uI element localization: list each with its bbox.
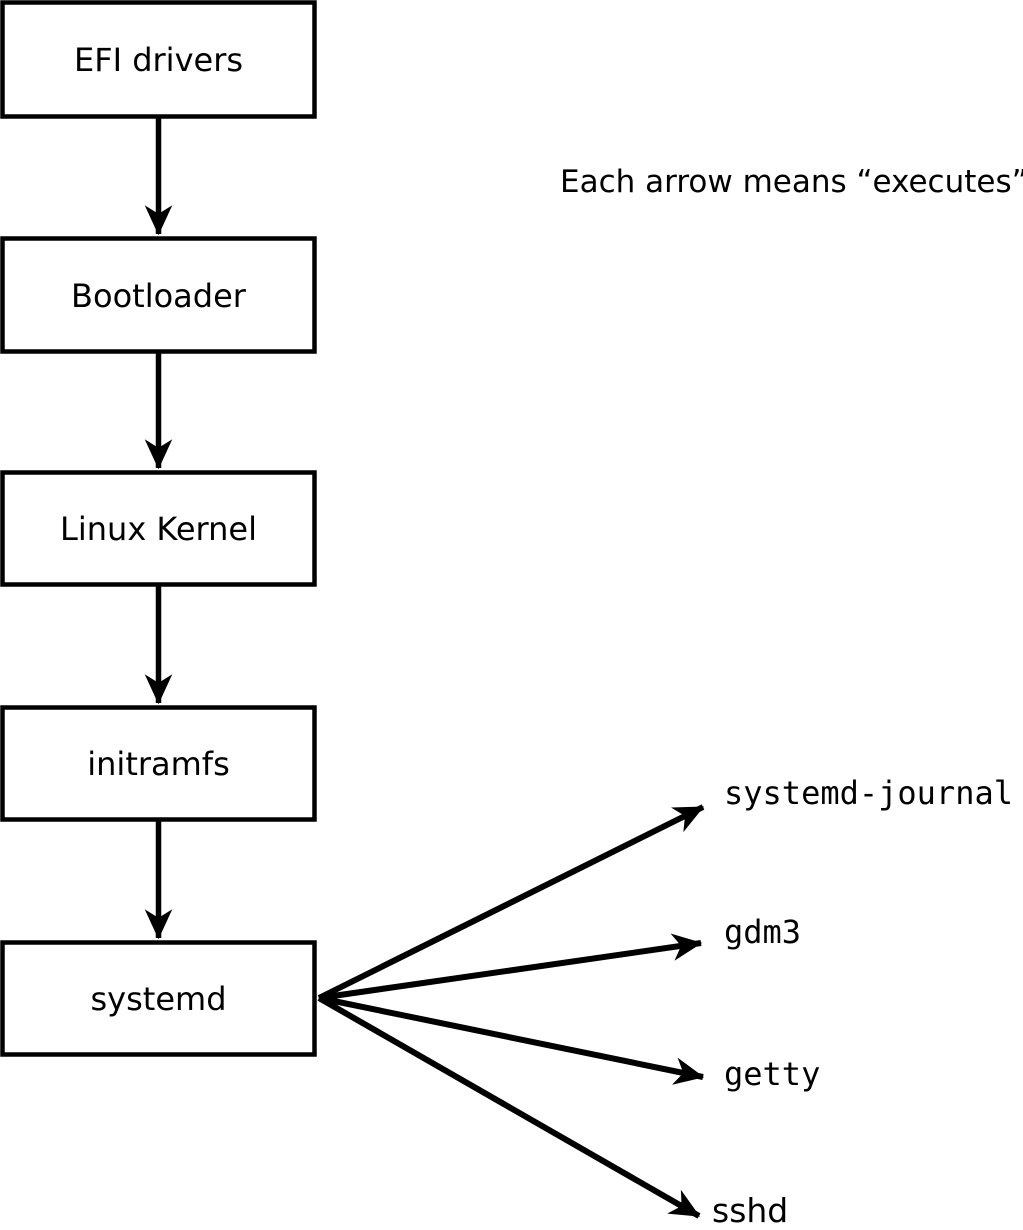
arrow-systemd-to-systemd-journal — [317, 804, 705, 1001]
proc-label-systemd-journal: systemd-journal — [724, 774, 1013, 812]
proc-label-sshd: sshd — [712, 1191, 788, 1230]
box-bootloader: Bootloader — [0, 236, 317, 354]
box-linux-kernel-label: Linux Kernel — [60, 510, 257, 548]
proc-label-getty: getty — [724, 1055, 820, 1093]
box-initramfs-rect — [0, 705, 317, 822]
arrow-systemd-to-gdm3 — [318, 933, 703, 1001]
box-bootloader-label: Bootloader — [71, 277, 247, 315]
box-initramfs-label: initramfs — [87, 745, 229, 783]
box-systemd: systemd — [0, 940, 317, 1057]
caption: Each arrow means “executes”. — [560, 164, 1023, 200]
box-linux-kernel: Linux Kernel — [0, 470, 317, 587]
box-systemd-rect — [0, 940, 317, 1057]
box-bootloader-rect — [0, 236, 317, 354]
box-efi-drivers-label: EFI drivers — [74, 41, 243, 79]
box-efi-drivers: EFI drivers — [0, 0, 317, 119]
box-linux-kernel-rect — [0, 470, 317, 587]
box-efi-drivers-rect — [0, 0, 317, 119]
box-initramfs: initramfs — [0, 705, 317, 822]
arrow-systemd-to-getty — [318, 995, 705, 1085]
proc-label-gdm3: gdm3 — [724, 913, 801, 951]
box-systemd-label: systemd — [91, 980, 227, 1018]
arrow-systemd-to-sshd — [317, 995, 701, 1219]
